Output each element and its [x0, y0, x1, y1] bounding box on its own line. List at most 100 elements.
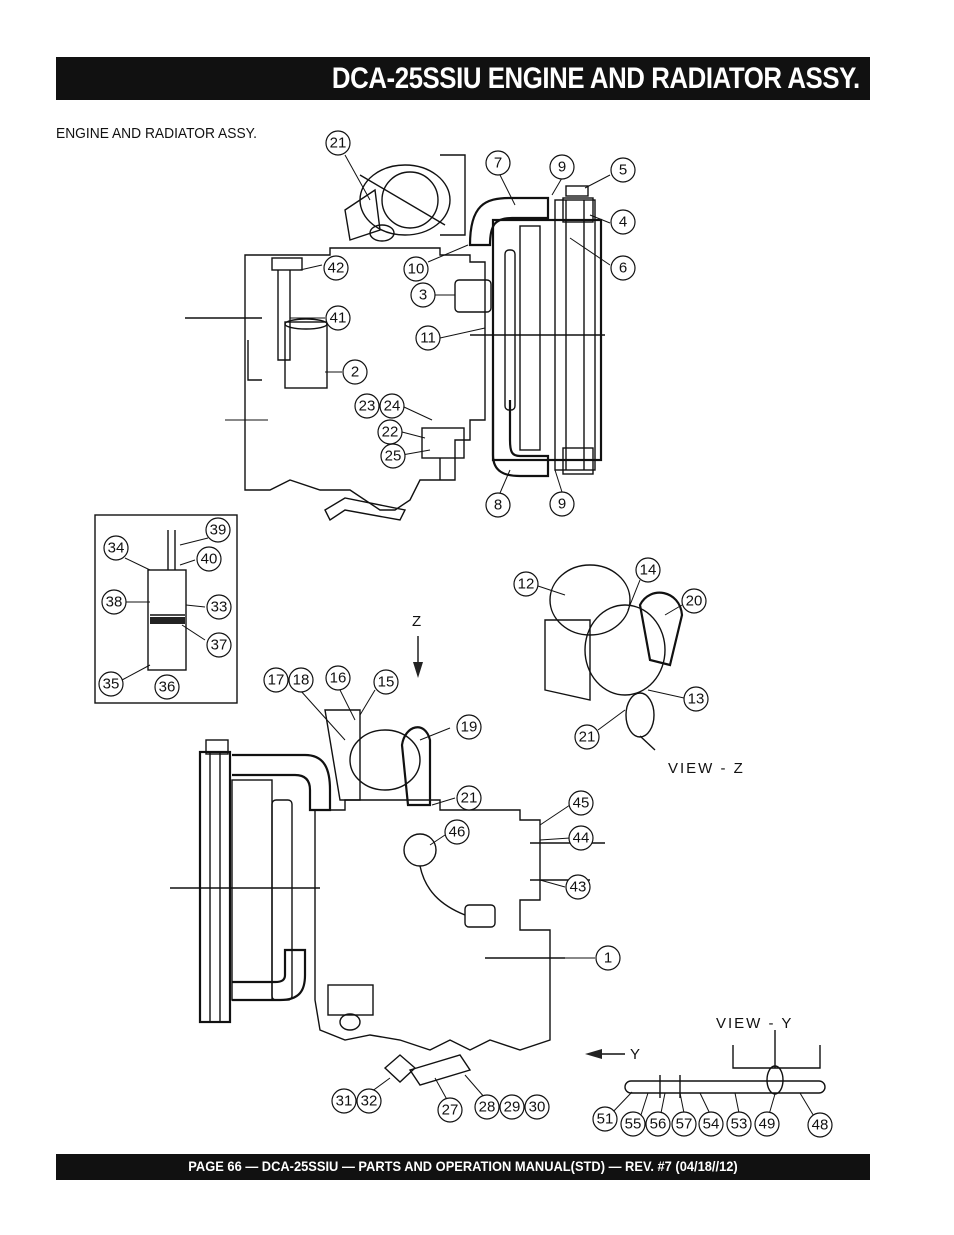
svg-text:42: 42	[328, 260, 345, 277]
callout: 41	[325, 305, 351, 331]
callout: 14	[635, 557, 661, 583]
svg-text:24: 24	[384, 398, 401, 415]
svg-text:20: 20	[686, 593, 703, 610]
svg-text:19: 19	[461, 719, 478, 736]
callout: 30	[524, 1094, 550, 1120]
callout: 20	[681, 588, 707, 614]
svg-text:43: 43	[570, 879, 587, 896]
svg-text:45: 45	[573, 795, 590, 812]
svg-text:37: 37	[211, 637, 228, 654]
footer-text: PAGE 66 — DCA-25SSIU — PARTS AND OPERATI…	[188, 1158, 738, 1174]
callout: 53	[726, 1111, 752, 1137]
svg-text:32: 32	[361, 1093, 378, 1110]
svg-text:53: 53	[731, 1116, 748, 1133]
svg-text:57: 57	[676, 1116, 693, 1133]
callout: 2	[342, 359, 368, 385]
view-z-label: VIEW - Z	[668, 760, 745, 777]
callout: 21	[574, 724, 600, 750]
svg-text:4: 4	[619, 214, 627, 231]
svg-text:9: 9	[558, 496, 566, 513]
svg-text:28: 28	[479, 1099, 496, 1116]
inset-detail-drawing	[94, 514, 238, 704]
svg-text:56: 56	[650, 1116, 667, 1133]
svg-text:25: 25	[385, 448, 402, 465]
title-bar: DCA-25SSIU ENGINE AND RADIATOR ASSY.	[56, 57, 870, 100]
callout: 22	[377, 419, 403, 445]
callout: 19	[456, 714, 482, 740]
svg-text:34: 34	[108, 540, 125, 557]
svg-text:48: 48	[812, 1117, 829, 1134]
z-arrow-label: Z	[412, 613, 423, 630]
callout: 38	[101, 589, 127, 615]
svg-text:41: 41	[330, 310, 347, 327]
callout: 49	[754, 1111, 780, 1137]
svg-text:11: 11	[420, 330, 436, 347]
svg-text:22: 22	[382, 424, 399, 441]
upper-assembly-drawing	[185, 154, 605, 522]
svg-text:36: 36	[159, 679, 176, 696]
svg-text:15: 15	[378, 674, 395, 691]
svg-text:46: 46	[449, 824, 466, 841]
svg-text:39: 39	[210, 522, 227, 539]
y-arrow-label: Y	[630, 1046, 642, 1063]
svg-text:21: 21	[461, 790, 478, 807]
callout: 56	[645, 1111, 671, 1137]
svg-text:5: 5	[619, 162, 627, 179]
callout: 39	[205, 517, 231, 543]
callout: 24	[379, 393, 405, 419]
callout: 12	[513, 571, 539, 597]
svg-text:3: 3	[419, 287, 427, 304]
callout: 5	[610, 157, 636, 183]
callout: 44	[568, 825, 594, 851]
callout: 11	[415, 325, 441, 351]
view-z-drawing: VIEW - Z Z	[412, 564, 745, 777]
callout: 36	[154, 674, 180, 700]
svg-text:13: 13	[688, 691, 705, 708]
callout: 27	[437, 1097, 463, 1123]
callout: 15	[373, 669, 399, 695]
view-y-drawing: VIEW - Y Y	[585, 1015, 826, 1098]
callout: 8	[485, 492, 511, 518]
callout: 42	[323, 255, 349, 281]
callout: 25	[380, 443, 406, 469]
callout: 40	[196, 546, 222, 572]
part-callouts: 21 7 9 5 4 6 10 42 3 41 11 2 23 24 22 25…	[98, 130, 833, 1138]
callout: 46	[444, 819, 470, 845]
callout: 10	[403, 256, 429, 282]
callout: 13	[683, 686, 709, 712]
svg-text:44: 44	[573, 830, 590, 847]
svg-text:31: 31	[336, 1093, 353, 1110]
callout: 37	[206, 632, 232, 658]
svg-text:54: 54	[703, 1116, 720, 1133]
svg-text:16: 16	[330, 670, 347, 687]
callout: 17	[263, 667, 289, 693]
callout: 3	[410, 282, 436, 308]
svg-text:33: 33	[211, 599, 228, 616]
callout: 43	[565, 874, 591, 900]
svg-text:29: 29	[504, 1099, 521, 1116]
callout: 45	[568, 790, 594, 816]
svg-text:21: 21	[579, 729, 596, 746]
lower-assembly-drawing	[170, 709, 605, 1086]
svg-text:14: 14	[640, 562, 657, 579]
svg-text:10: 10	[408, 261, 425, 278]
svg-text:40: 40	[201, 551, 218, 568]
callout: 21	[456, 785, 482, 811]
svg-text:51: 51	[597, 1111, 614, 1128]
page-title: DCA-25SSIU ENGINE AND RADIATOR ASSY.	[332, 62, 860, 95]
view-y-label: VIEW - Y	[716, 1015, 793, 1032]
svg-text:30: 30	[529, 1099, 546, 1116]
svg-text:23: 23	[359, 398, 376, 415]
callout: 16	[325, 665, 351, 691]
callout: 51	[592, 1106, 618, 1132]
svg-text:12: 12	[518, 576, 535, 593]
svg-text:8: 8	[494, 497, 502, 514]
callout: 54	[698, 1111, 724, 1137]
callout: 7	[485, 150, 511, 176]
svg-text:1: 1	[604, 950, 612, 967]
svg-text:2: 2	[351, 364, 359, 381]
callout: 23	[354, 393, 380, 419]
svg-text:17: 17	[268, 672, 285, 689]
callout: 55	[620, 1111, 646, 1137]
callout: 31	[331, 1088, 357, 1114]
